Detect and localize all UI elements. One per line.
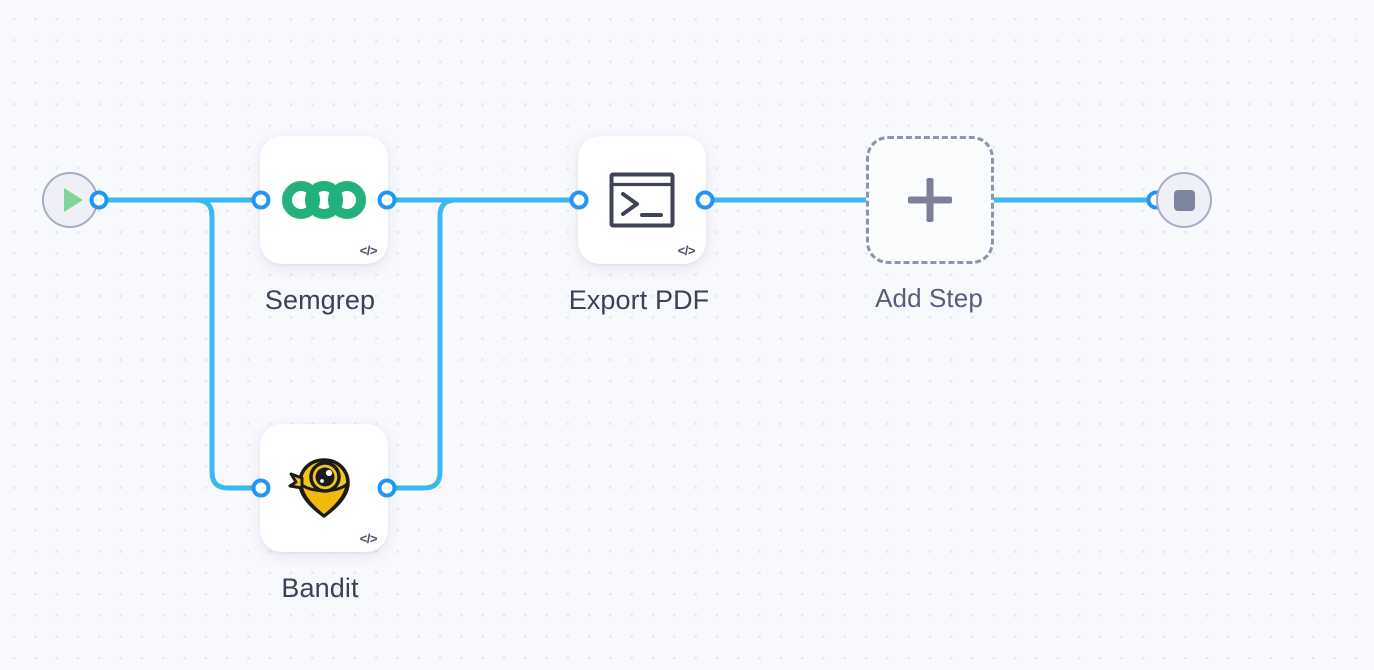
node-export-pdf-out-port[interactable] (695, 190, 715, 210)
node-export-pdf-icon-wrap (578, 136, 706, 264)
plus-icon (908, 178, 952, 222)
node-bandit-in-port[interactable] (251, 478, 271, 498)
add-step-button[interactable] (866, 136, 994, 264)
code-badge-icon: </> (359, 243, 378, 258)
add-step-icon-wrap (869, 139, 991, 261)
node-export-pdf[interactable]: </> (578, 136, 706, 264)
code-badge-icon: </> (677, 243, 696, 258)
add-step-label: Add Step (875, 283, 983, 313)
node-semgrep-label: Semgrep (264, 285, 376, 315)
start-node[interactable] (42, 172, 98, 228)
start-node-out-port[interactable] (89, 190, 109, 210)
node-bandit-icon-wrap (260, 424, 388, 552)
semgrep-logo-icon (282, 181, 366, 219)
play-icon (63, 188, 83, 212)
bandit-logo-icon (288, 458, 350, 518)
node-bandit-out-port[interactable] (377, 478, 397, 498)
stop-icon (1173, 189, 1195, 211)
node-semgrep-icon-wrap (260, 136, 388, 264)
node-export-pdf-in-port[interactable] (569, 190, 589, 210)
end-node[interactable] (1156, 172, 1212, 228)
edge-bandit-to-export-pdf (384, 197, 582, 491)
node-semgrep-in-port[interactable] (251, 190, 271, 210)
code-badge-icon: </> (359, 531, 378, 546)
edge-start-to-bandit (96, 197, 264, 491)
node-export-pdf-label: Export PDF (568, 285, 710, 315)
node-bandit[interactable]: </> (260, 424, 388, 552)
node-semgrep[interactable]: </> (260, 136, 388, 264)
terminal-icon (609, 172, 675, 228)
node-bandit-label: Bandit (281, 573, 359, 603)
node-semgrep-out-port[interactable] (377, 190, 397, 210)
